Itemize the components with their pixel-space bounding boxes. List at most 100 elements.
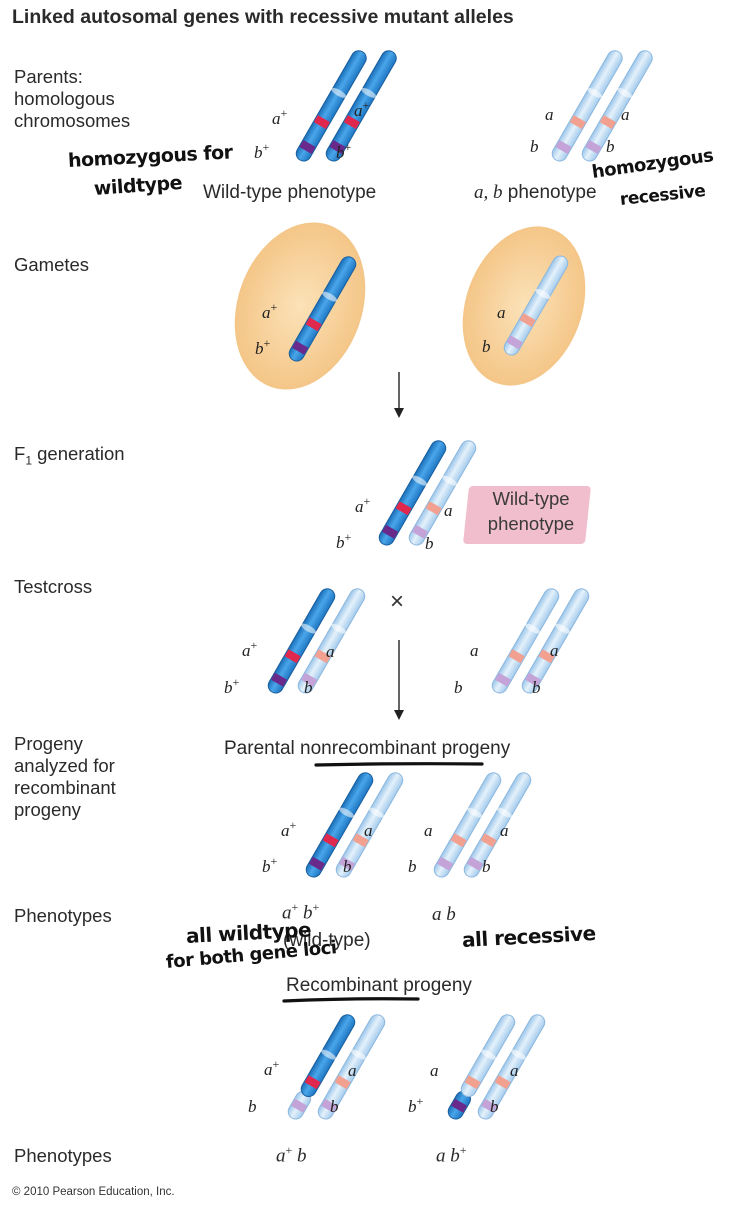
chromosome-segment — [477, 1014, 546, 1120]
centromere — [497, 807, 513, 818]
allele-label: a — [348, 1061, 357, 1080]
progeny-recombinant-mutant-chromosome-1 — [317, 1014, 386, 1120]
label-parents: Parents: homologous chromosomes — [14, 66, 131, 131]
testcross-mutant-chromosome-2 — [491, 588, 560, 694]
gene-band — [301, 672, 318, 687]
allele-label: a+ — [355, 494, 371, 516]
chromosome-segment — [267, 588, 336, 694]
gene-band — [569, 115, 586, 130]
allele-label: b+ — [336, 530, 352, 552]
gene-band — [519, 313, 536, 328]
gene-band — [506, 335, 523, 350]
phenotype-parental-recessive: a b — [432, 904, 456, 925]
chromosome-segment — [581, 50, 653, 162]
centromere — [301, 623, 317, 634]
gene-band — [525, 672, 542, 687]
parent-wt-chromosome-2 — [325, 50, 397, 162]
gene-band — [309, 856, 326, 871]
caption-wild-type-paren: (wild-type) — [283, 930, 371, 951]
gamete-wt-chromosome — [288, 256, 357, 362]
caption-recombinant-progeny: Recombinant progeny — [286, 975, 472, 996]
chromosome-segment — [551, 50, 623, 162]
allele-label: b+ — [224, 675, 240, 697]
gene-band — [437, 856, 454, 871]
gene-band — [299, 140, 316, 154]
gene-band — [495, 672, 512, 687]
testcross-mutant-chromosome-3 — [521, 588, 590, 694]
label-phenotypes-recombinant: Phenotypes — [14, 1145, 112, 1166]
centromere — [467, 807, 483, 818]
underline-recombinant — [282, 997, 420, 1003]
phenotype-recombinant-1: a+ b — [276, 1143, 307, 1167]
chromosome-segment — [463, 772, 532, 878]
centromere — [351, 1049, 367, 1060]
chromosome-segment — [378, 440, 447, 546]
centromere — [331, 87, 347, 98]
gene-band — [304, 1075, 321, 1090]
allele-label: a — [500, 821, 509, 840]
gene-band — [382, 524, 399, 539]
gene-band — [412, 524, 429, 539]
gene-band — [339, 856, 356, 871]
parent-mutant-chromosome-1 — [551, 50, 623, 162]
allele-label: b+ — [262, 854, 278, 876]
allele-label: a+ — [272, 106, 288, 128]
allele-label: a — [510, 1061, 519, 1080]
testcross-wt-chromosome — [267, 588, 336, 694]
allele-label: a — [424, 821, 433, 840]
gene-band — [271, 672, 288, 687]
gene-band — [464, 1075, 481, 1090]
figure-title: Linked autosomal genes with recessive mu… — [12, 6, 514, 28]
gene-band — [467, 856, 484, 871]
gene-band — [322, 833, 339, 848]
allele-label: b — [482, 857, 491, 876]
centromere — [442, 475, 458, 486]
centromere — [412, 475, 428, 486]
allele-label: b — [330, 1097, 339, 1116]
allele-label: a — [430, 1061, 439, 1080]
chromosome-segment — [317, 1014, 386, 1120]
allele-label: b — [490, 1097, 499, 1116]
label-phenotypes-parental: Phenotypes — [14, 905, 112, 926]
parent-wt-chromosome-1 — [295, 50, 367, 162]
gene-band — [329, 140, 346, 154]
gene-band — [585, 140, 602, 154]
gene-band — [284, 649, 301, 664]
allele-label: b — [530, 137, 539, 156]
gamete-oval — [462, 226, 586, 386]
allele-label: b — [248, 1097, 257, 1116]
allele-label: b — [343, 857, 352, 876]
centromere — [535, 288, 551, 299]
gene-band — [599, 115, 616, 130]
gene-band — [313, 115, 330, 130]
gene-band — [425, 501, 442, 516]
gene-band — [481, 1098, 498, 1113]
label-gametes: Gametes — [14, 254, 90, 275]
centromere — [361, 87, 377, 98]
chromosome-segment — [297, 588, 366, 694]
phenotype-recombinant-2: a b+ — [436, 1143, 467, 1167]
caption-wild-type-phenotype: Wild-type phenotype — [203, 182, 377, 203]
progeny-recombinant-chromosome-1 — [287, 1014, 356, 1120]
allele-label: a — [326, 642, 335, 661]
progeny-parental-wt-chromosome — [305, 772, 374, 878]
chromosome-segment — [305, 772, 374, 878]
arrow-head — [394, 710, 404, 720]
gene-band — [352, 833, 369, 848]
gene-band — [451, 1098, 468, 1113]
chromosome-segment — [288, 256, 357, 362]
allele-label: a — [497, 303, 506, 322]
parent-mutant-chromosome-2 — [581, 50, 653, 162]
allele-label: b — [408, 857, 417, 876]
gene-band — [334, 1075, 351, 1090]
gene-band — [494, 1075, 511, 1090]
copyright-notice: © 2010 Pearson Education, Inc. — [12, 1186, 175, 1198]
centromere — [481, 1049, 497, 1060]
gene-band — [343, 115, 360, 130]
centromere — [339, 807, 355, 818]
chromosome-segment — [325, 50, 397, 162]
f1-mutant-chromosome — [408, 440, 477, 546]
progeny-parental-mutant-chromosome-2 — [433, 772, 502, 878]
testcross-mutant-chromosome-1 — [297, 588, 366, 694]
